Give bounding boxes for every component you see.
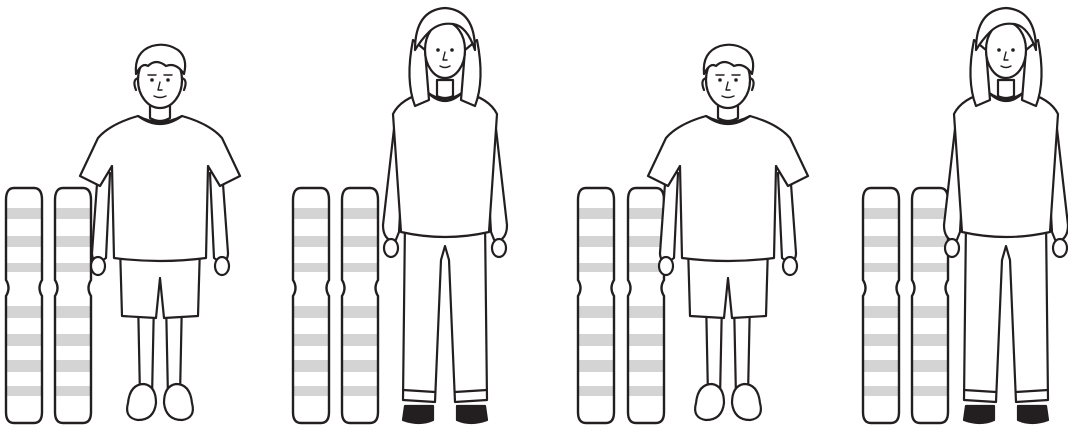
chromosome-icon (342, 188, 378, 423)
boy-figure (648, 45, 808, 420)
chromosome-icon (863, 188, 899, 423)
panel-1 (6, 45, 240, 423)
girl-figure (944, 8, 1068, 423)
panel-4 (863, 8, 1068, 423)
chromosome-icon (628, 188, 664, 423)
panel-2 (293, 8, 507, 423)
chromosome-icon (55, 188, 91, 423)
boy-figure (80, 45, 240, 420)
chromosome-icon (912, 188, 948, 423)
girl-figure (383, 8, 507, 423)
chromosome-icon (6, 188, 42, 423)
panel-3 (578, 45, 808, 423)
chromosome-icon (578, 188, 614, 423)
chromosome-icon (293, 188, 329, 423)
